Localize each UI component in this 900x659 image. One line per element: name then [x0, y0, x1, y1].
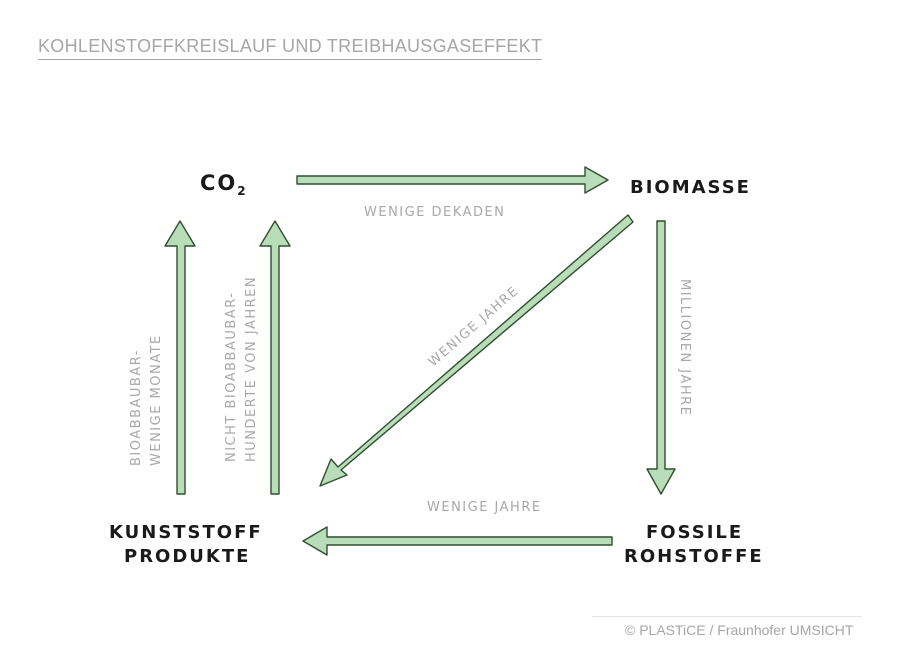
edge-label-bioabbaubar-line2: WENIGE MONATE: [149, 334, 164, 466]
copyright-credit: © PLASTiCE / Fraunhofer UMSICHT: [625, 622, 854, 638]
node-fossile-line1: FOSSILE: [646, 522, 743, 543]
arrow-biomasse-to-fossile: [646, 220, 676, 495]
arrow-fossile-to-kunststoff: [302, 526, 613, 556]
node-co2: CO2: [200, 171, 248, 198]
edge-label-bioabbaubar-line1: BIOABBAUBAR-: [129, 349, 144, 466]
arrow-nicht-bioabbaubar-to-co2: [259, 220, 291, 495]
edge-label-nicht-bioabbaubar-line1: NICHT BIOABBAUBAR-: [224, 292, 239, 462]
diagram-title: KOHLENSTOFFKREISLAUF UND TREIBHAUSGASEFF…: [38, 36, 543, 60]
edge-label-fossile-kunststoff: WENIGE JAHRE: [427, 500, 542, 515]
node-kunststoff-line1: KUNSTSTOFF: [109, 522, 263, 543]
node-fossile-line2: ROHSTOFFE: [624, 546, 764, 567]
arrow-bioabbaubar-to-co2: [164, 220, 196, 495]
node-biomasse: BIOMASSE: [630, 177, 751, 198]
edge-label-nicht-bioabbaubar-line2: HUNDERTE VON JAHREN: [244, 276, 259, 462]
edge-label-co2-biomasse: WENIGE DEKADEN: [364, 205, 505, 220]
arrow-co2-to-biomasse: [296, 166, 609, 194]
footer-divider: [592, 616, 862, 617]
arrow-biomasse-to-kunststoff: [319, 214, 634, 487]
node-kunststoff-line2: PRODUKTE: [124, 546, 250, 567]
edge-label-biomasse-fossile: MILLIONEN JAHRE: [677, 279, 692, 416]
